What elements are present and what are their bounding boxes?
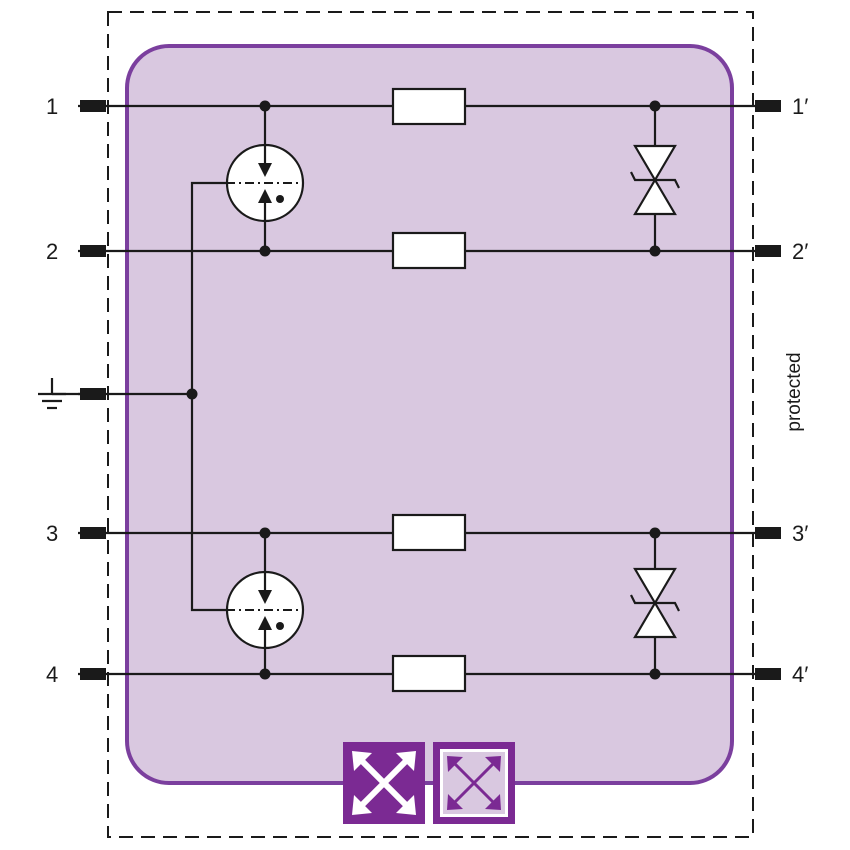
ground-wire-upper: [190, 181, 226, 394]
junction-dot: [259, 245, 271, 257]
bidirectional-tvs-diode-icon: [630, 106, 680, 251]
terminal-label-4: 4: [46, 662, 58, 687]
ground-wire-lower: [190, 394, 226, 612]
terminal-label-4-out: 4′: [792, 662, 808, 687]
resistor-icon: [391, 654, 467, 693]
terminal-4-block: [80, 668, 106, 680]
terminal-label-1: 1: [46, 94, 58, 119]
terminal-1-block: [80, 100, 106, 112]
terminal-3-out-block: [755, 527, 781, 539]
protected-side-label: protected: [784, 352, 805, 431]
device-housing-outline: [107, 11, 754, 838]
gas-discharge-tube-icon: [225, 533, 305, 674]
ground-icon: [38, 378, 80, 410]
terminal-1-out-block: [755, 100, 781, 112]
bidirectional-tvs-diode-icon: [630, 533, 680, 674]
junction-dot: [259, 668, 271, 680]
junction-dot: [259, 527, 271, 539]
junction-dot: [259, 100, 271, 112]
terminal-2-block: [80, 245, 106, 257]
terminal-4-out-block: [755, 668, 781, 680]
junction-dot: [649, 668, 661, 680]
outlined-crossed-arrows-icon: [433, 742, 515, 824]
terminal-3-block: [80, 527, 106, 539]
terminal-label-3: 3: [46, 521, 58, 546]
terminal-ground-block: [80, 388, 106, 400]
junction-dot: [649, 527, 661, 539]
resistor-icon: [391, 231, 467, 270]
terminal-label-2-out: 2′: [792, 239, 808, 264]
filled-crossed-arrows-icon: [343, 742, 425, 824]
terminal-2-out-block: [755, 245, 781, 257]
resistor-icon: [391, 87, 467, 126]
junction-dot: [649, 100, 661, 112]
terminal-label-2: 2: [46, 239, 58, 264]
junction-dot: [649, 245, 661, 257]
terminal-label-1-out: 1′: [792, 94, 808, 119]
terminal-label-3-out: 3′: [792, 521, 808, 546]
resistor-icon: [391, 513, 467, 552]
ground-junction-dot: [186, 388, 198, 400]
